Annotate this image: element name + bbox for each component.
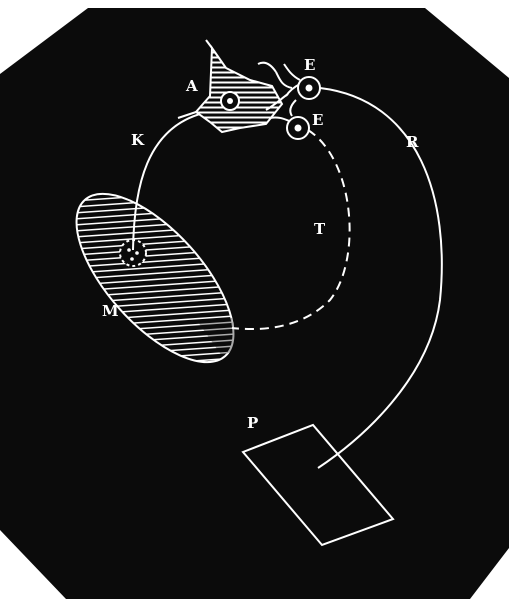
label-p: P xyxy=(247,414,258,432)
label-r: R xyxy=(406,133,419,151)
sensory-cell-e-lower xyxy=(287,117,309,139)
label-t: T xyxy=(314,220,326,238)
label-e-upper: E xyxy=(304,56,315,74)
sensory-cell-e-upper xyxy=(298,77,320,99)
label-a: A xyxy=(185,77,198,95)
label-k: K xyxy=(131,131,145,149)
label-e-lower: E xyxy=(312,111,323,129)
label-m: M xyxy=(102,302,119,320)
